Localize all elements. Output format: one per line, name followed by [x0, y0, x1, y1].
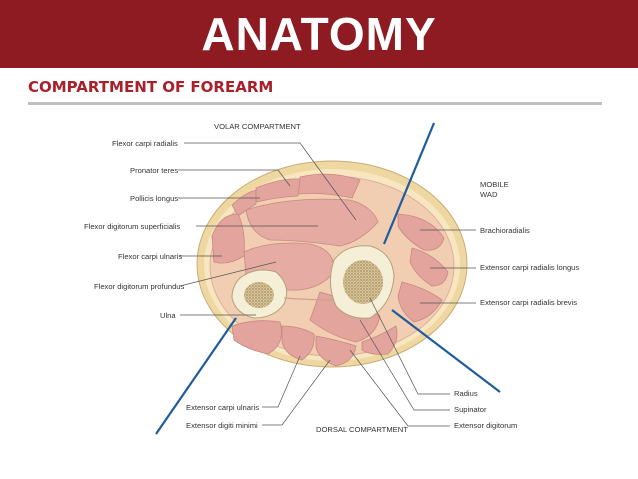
page-subtitle: COMPARTMENT OF FOREARM: [28, 78, 274, 96]
label-ecrb: Extensor carpi radialis brevis: [480, 298, 577, 307]
fds-muscle: [245, 198, 379, 247]
dorsal-compartment-label: DORSAL COMPARTMENT: [316, 425, 408, 434]
leader-ecu: [262, 355, 301, 408]
brachioradialis-muscle: [397, 213, 445, 251]
label-supinator: Supinator: [454, 405, 487, 414]
leader-fdp: [179, 261, 277, 287]
leader-edm: [262, 359, 331, 426]
label-ecu: Extensor carpi ulnaris: [186, 403, 259, 412]
mobile-wad-label-line2: WAD: [480, 190, 498, 199]
label-extensor-digitorum: Extensor digitorum: [454, 421, 517, 430]
ulnar-border-line: [155, 317, 237, 435]
label-fds: Flexor digitorum superficialis: [84, 222, 180, 231]
page-title: ANATOMY: [201, 8, 437, 60]
label-fdp: Flexor digitorum profundus: [94, 282, 185, 291]
palmaris-longus-muscle: [231, 189, 257, 217]
leader-extensor-digitorum: [349, 349, 450, 427]
title-bar: ANATOMY: [0, 0, 638, 68]
extensor-digitorum-muscle: [315, 335, 357, 367]
interosseous-membrane: [283, 297, 335, 301]
leader-supinator: [359, 319, 450, 411]
posterior-septum-line: [391, 309, 501, 393]
leader-pt: [178, 169, 291, 187]
label-pollicis-longus: Pollicis longus: [130, 194, 178, 203]
leader-fcr: [184, 142, 357, 221]
fcr-muscle: [297, 173, 361, 199]
leader-radius: [369, 297, 450, 395]
label-ecrl: Extensor carpi radialis longus: [480, 263, 579, 272]
radius-marrow: [343, 260, 383, 304]
label-brachioradialis: Brachioradialis: [480, 226, 530, 235]
label-fcu: Flexor carpi ulnaris: [118, 252, 182, 261]
label-edm: Extensor digiti minimi: [186, 421, 258, 430]
mobile-wad-label-line1: MOBILE: [480, 180, 509, 189]
ecu-muscle: [231, 320, 282, 355]
volar-compartment-label: VOLAR COMPARTMENT: [214, 122, 301, 131]
lateral-septum-line: [382, 122, 436, 245]
edm-muscle: [281, 325, 315, 361]
subtitle-divider: [28, 102, 602, 105]
label-ulna: Ulna: [160, 311, 176, 320]
label-radius: Radius: [454, 389, 478, 398]
label-flexor-carpi-radialis: Flexor carpi radialis: [112, 139, 178, 148]
ecrb-muscle: [397, 281, 443, 323]
ulna-marrow: [244, 282, 274, 308]
deep-extensor-muscle: [361, 325, 398, 355]
ecrl-muscle: [409, 247, 449, 287]
label-pronator-teres: Pronator teres: [130, 166, 178, 175]
